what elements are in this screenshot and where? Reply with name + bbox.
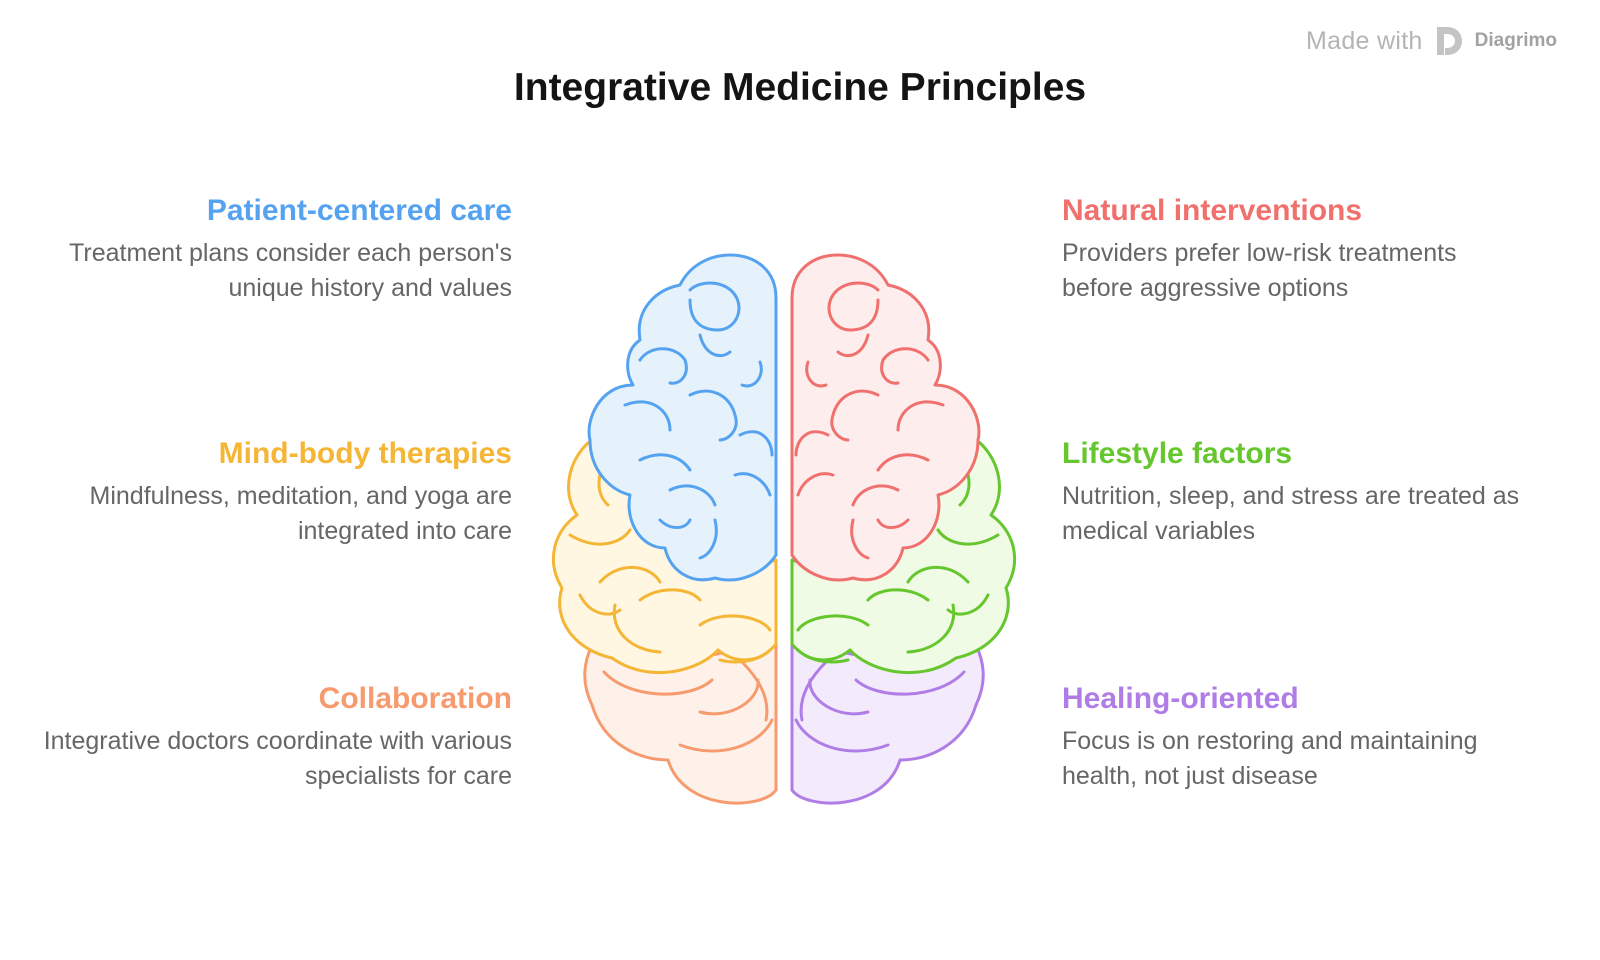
brain-illustration (0, 0, 1600, 960)
